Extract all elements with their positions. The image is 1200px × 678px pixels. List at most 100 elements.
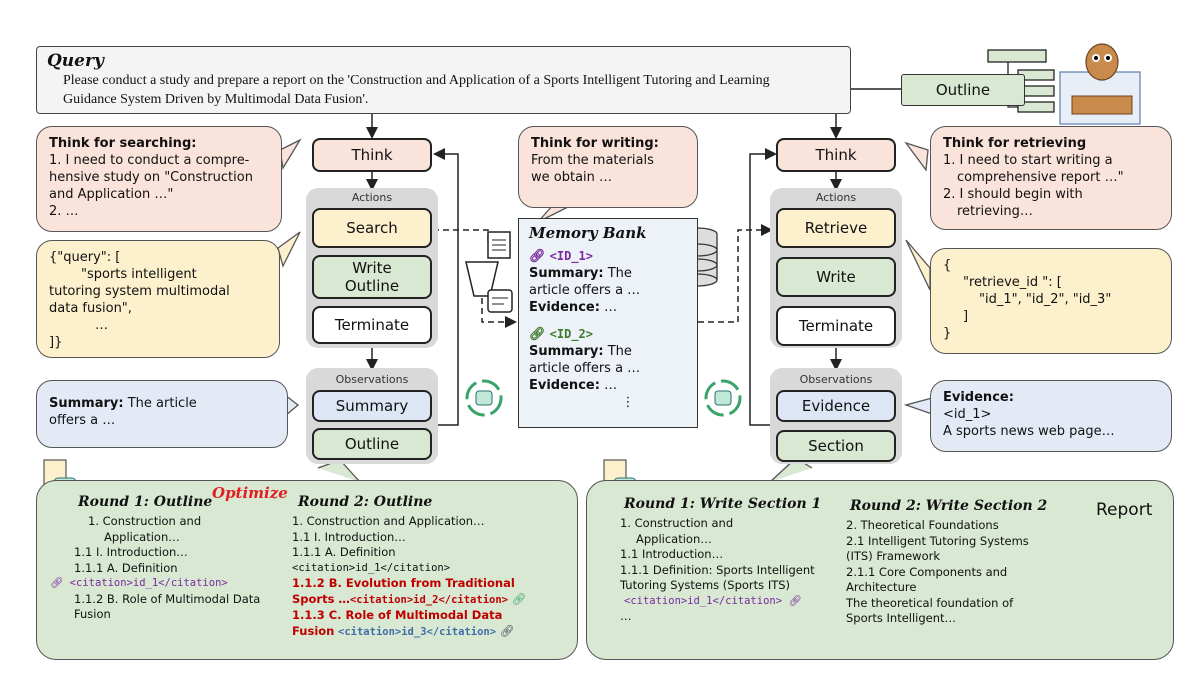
think-search-line: 1. I need to conduct a compre- <box>49 153 250 168</box>
left-think-node: Think <box>312 138 432 172</box>
link-icon: 🔗︎ <box>499 623 515 638</box>
outline-new-line: 1.1.2 B. Evolution from Traditional <box>292 576 515 590</box>
citation-text: <citation>id_1</citation> <box>624 594 783 607</box>
robot-cycle-icon <box>465 379 503 417</box>
memory-bank-title: Memory Bank <box>529 224 647 242</box>
outline-obs-node: Outline <box>312 428 432 460</box>
query-box: Query Please conduct a study and prepare… <box>36 46 851 114</box>
outline-new-line: Sports … <box>292 591 350 606</box>
query-json-line: tutoring system multimodal <box>49 284 230 299</box>
citation-text: <citation>id_1</citation> <box>69 577 228 589</box>
summary-node: Summary <box>312 390 432 422</box>
section-node: Section <box>776 430 896 462</box>
memory-evidence-label: Evidence: <box>529 300 600 315</box>
think-retrieve-line: 2. I should begin with <box>943 187 1083 202</box>
evidence-bubble-title: Evidence: <box>943 390 1014 405</box>
outline-round2-list: 1. Construction and Application… 1.1 I. … <box>292 514 526 640</box>
write-node: Write <box>776 257 896 297</box>
outline-input-box: Outline <box>901 74 1025 106</box>
memory-more-dots: ⋮ <box>621 395 635 410</box>
think-searching-bubble: Think for searching: 1. I need to conduc… <box>36 126 282 232</box>
section-round1-title: Round 1: Write Section 1 <box>624 496 822 512</box>
bubble-tail <box>905 239 931 291</box>
outline-new-line: Fusion <box>292 623 335 638</box>
chat-doc-icon <box>487 289 513 313</box>
arrow-left-loop <box>433 148 459 426</box>
section-round1-list: 1. Construction and Application… 1.1 Int… <box>620 516 815 625</box>
query-title: Query <box>47 51 104 71</box>
think-write-title: Think for writing: <box>531 136 659 151</box>
query-json-line: … <box>95 318 108 333</box>
section-line: 1.1.1 Definition: Sports Intelligent <box>620 562 815 577</box>
retrieve-json-bubble: { "retrieve_id ": [ "id_1", "id_2", "id_… <box>930 248 1172 354</box>
section-round2-title: Round 2: Write Section 2 <box>850 498 1048 514</box>
link-icon: 🔗︎ <box>788 594 802 607</box>
think-retrieving-bubble: Think for retrieving 1. I need to start … <box>930 126 1172 230</box>
left-actions-label: Actions <box>351 191 393 204</box>
outline-round2-title: Round 2: Outline <box>298 494 433 510</box>
think-retrieve-title: Think for retrieving <box>943 136 1087 151</box>
robot-cycle-icon <box>704 379 742 417</box>
section-line: Architecture <box>846 580 917 594</box>
memory-id-1: <ID_1> <box>549 249 594 263</box>
outline-line: Fusion <box>74 607 111 621</box>
left-terminate-node: Terminate <box>312 306 432 344</box>
query-text: Please conduct a study and prepare a rep… <box>63 73 770 107</box>
memory-evidence-text: … <box>604 378 618 393</box>
query-json-line: "sports intelligent <box>81 267 197 282</box>
arrow-right-loop <box>749 148 777 426</box>
summary-bubble-text: offers a … <box>49 413 116 428</box>
outline-line: 1. Construction and Application… <box>292 514 485 528</box>
think-write-line: From the materials <box>531 153 654 168</box>
evidence-node: Evidence <box>776 390 896 422</box>
evidence-bubble-id: <id_1> <box>943 407 992 422</box>
memory-summary-text: The <box>607 266 632 281</box>
right-observations-label: Observations <box>799 373 873 386</box>
outline-tree-icon <box>987 49 1047 63</box>
link-icon: 🔗︎ <box>529 327 546 342</box>
link-icon: 🔗︎ <box>511 591 527 606</box>
outline-line: 1.1.1 A. Definition <box>292 545 396 559</box>
section-line: 1. Construction and <box>620 516 734 530</box>
think-retrieve-line: retrieving… <box>957 204 1033 219</box>
think-search-line: and Application …" <box>49 187 174 202</box>
memory-summary-text: article offers a … <box>529 361 641 376</box>
link-icon: 🔗︎ <box>529 249 546 264</box>
search-to-funnel-dash <box>433 229 489 244</box>
query-json-line: data fusion", <box>49 301 132 316</box>
memory-summary-label: Summary: <box>529 344 604 359</box>
summary-bubble-label: Summary: <box>49 396 124 411</box>
link-icon: 🔗︎ <box>50 577 64 589</box>
memory-bank: Memory Bank 🔗︎ <ID_1> Summary: The artic… <box>518 218 698 428</box>
outline-round1-title: Round 1: Outline <box>78 494 213 510</box>
query-json-line: ]} <box>49 335 63 350</box>
outline-line: 1. Construction and <box>88 514 202 528</box>
memory-evidence-label: Evidence: <box>529 378 600 393</box>
section-citation: <citation>id_1</citation> 🔗︎ <box>620 594 815 610</box>
section-line: … <box>620 609 632 623</box>
outline-line: 1.1.1 A. Definition <box>74 560 178 575</box>
outline-line: 1.1 I. Introduction… <box>74 545 188 559</box>
retrieve-json-line: } <box>943 326 952 341</box>
section-line: 1.1 Introduction… <box>620 547 724 561</box>
bubble-tail <box>904 141 929 172</box>
section-line: The theoretical foundation of <box>846 595 1014 610</box>
memory-evidence-text: … <box>604 300 618 315</box>
think-search-title: Think for searching: <box>49 136 197 151</box>
funnel-to-memory-dash <box>481 298 517 328</box>
right-actions-label: Actions <box>815 191 857 204</box>
outline-line: 1.1.2 B. Role of Multimodal Data <box>74 591 261 606</box>
memory-id-2: <ID_2> <box>549 327 594 341</box>
section-line: 2. Theoretical Foundations <box>846 518 999 532</box>
query-json-line: {"query": [ <box>49 250 121 265</box>
search-query-bubble: {"query": [ "sports intelligent tutoring… <box>36 240 280 358</box>
section-line: Sports Intelligent… <box>846 611 957 625</box>
summary-bubble-text: The article <box>127 396 197 411</box>
think-retrieve-line: comprehensive report …" <box>957 170 1124 185</box>
retrieve-json-line: { <box>943 258 952 273</box>
section-line: Application… <box>636 531 712 546</box>
think-writing-bubble: Think for writing: From the materials we… <box>518 126 698 208</box>
outline-line: Application… <box>104 529 180 544</box>
meerkat-icon <box>1059 43 1141 125</box>
